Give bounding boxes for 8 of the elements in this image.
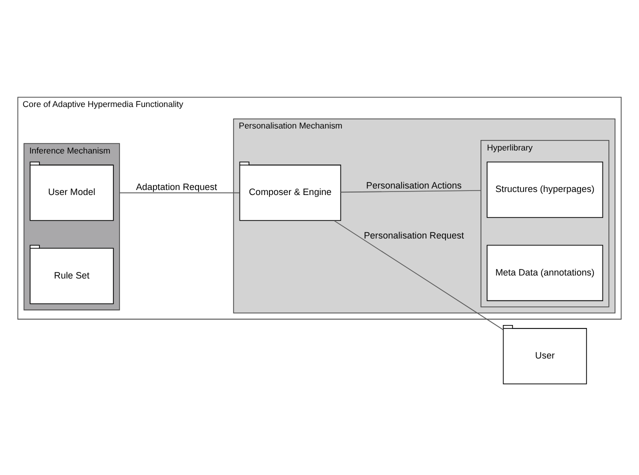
edge-label: Personalisation Actions xyxy=(366,180,462,191)
connector xyxy=(334,220,504,330)
connector xyxy=(119,192,240,194)
connector xyxy=(340,190,482,193)
node-box: Meta Data (annotations) xyxy=(486,244,604,302)
edge-label: Personalisation Request xyxy=(364,230,464,241)
edge-label: Adaptation Request xyxy=(136,182,218,192)
node-box: Structures (hyperpages) xyxy=(486,162,604,218)
